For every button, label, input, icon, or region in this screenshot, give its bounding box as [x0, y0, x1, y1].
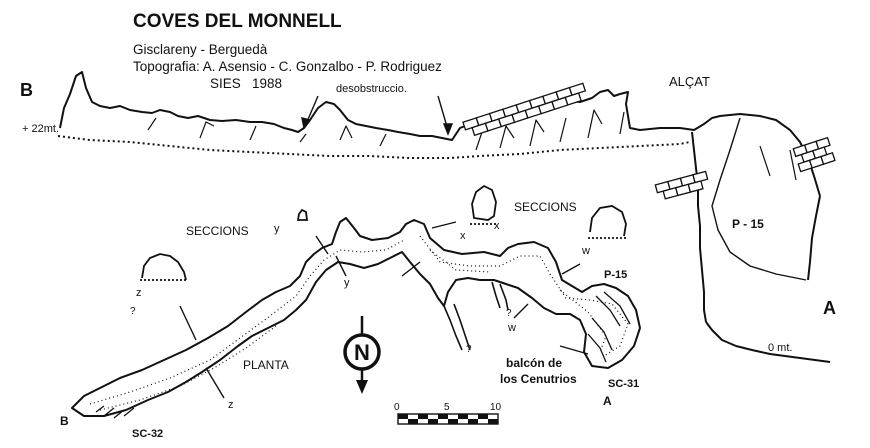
- unknown-mark-west: ?: [130, 306, 136, 317]
- masonry-block-3: [792, 136, 836, 173]
- shaft-bottom-line: [705, 321, 831, 363]
- section-cut-lines: [179, 221, 589, 399]
- cut-line-z-west: [179, 305, 197, 341]
- sections-label-left: SECCIONS: [186, 224, 249, 238]
- elevation-shaft-label: P - 15: [732, 217, 764, 231]
- cut-label-z-1: z: [136, 287, 142, 299]
- section-y-profile: [296, 208, 309, 221]
- survey-authors: Topografia: A. Asensio - C. Gonzalbo - P…: [133, 59, 442, 74]
- masonry-block-2: [654, 170, 709, 200]
- north-arrow-letter: N: [354, 340, 370, 365]
- shaft-right-wall: [807, 195, 821, 281]
- scale-bar-cell: [408, 419, 418, 424]
- entrance-sc32-label: SC-32: [132, 428, 163, 440]
- scale-bar-cells: [398, 414, 498, 424]
- plan-end-a: A: [603, 394, 612, 408]
- scale-bar-cell: [428, 419, 438, 424]
- cut-label-x-2: x: [494, 220, 500, 232]
- shaft-left-wall: [691, 131, 707, 323]
- cut-label-z-2: z: [228, 399, 234, 411]
- scale-bar-cell: [458, 414, 468, 419]
- elevation-floor-line: [57, 135, 691, 159]
- plan-entrance-sc32: [95, 405, 135, 419]
- balcony-pointer: [559, 345, 589, 355]
- elevation-ceiling-line: [59, 71, 821, 197]
- north-arrow-circle: [343, 333, 381, 371]
- scale-bar: [397, 413, 499, 425]
- plan-shaft-label: P-15: [604, 269, 627, 281]
- elevation-formations: [147, 109, 797, 181]
- scale-bar-cell: [448, 419, 458, 424]
- scale-bar-cell: [478, 414, 488, 419]
- unknown-mark-south: ?: [466, 344, 472, 355]
- plan-entrance-sc31: [587, 291, 631, 363]
- plan-rubble-fill: [89, 235, 629, 405]
- north-arrow-head: [356, 380, 368, 394]
- shaft-inner-line: [711, 117, 807, 281]
- plan-side-passage: [443, 281, 509, 351]
- cross-sections: [140, 184, 628, 281]
- scale-tick-10: 10: [490, 402, 502, 413]
- balcony-label-line2: los Cenutrios: [500, 372, 577, 386]
- elevation-height-zero: 0 mt.: [768, 342, 792, 354]
- scale-tick-5: 5: [444, 402, 450, 413]
- elevation-height-top: + 22mt.: [22, 123, 59, 135]
- balcony-label-line1: balcón de: [506, 356, 562, 370]
- scale-bar-cell: [468, 419, 478, 424]
- cut-label-w-2: w: [507, 322, 516, 334]
- plan-rubble-fill-2: [99, 249, 607, 411]
- entrance-sc31-label: SC-31: [608, 378, 639, 390]
- section-z-profile: [141, 253, 187, 281]
- scale-bar-cell: [488, 419, 498, 424]
- location-text: Gisclareny - Berguedà: [133, 42, 268, 57]
- cut-line-z-east: [205, 367, 225, 399]
- plan-section: [71, 217, 641, 419]
- arrowhead-desobstruction: [442, 123, 454, 136]
- plan-label: PLANTA: [243, 358, 289, 372]
- desobstruction-note: desobstruccio.: [336, 83, 407, 95]
- cut-line-w: [513, 263, 581, 319]
- sections-label-right: SECCIONS: [514, 200, 577, 214]
- plan-end-b: B: [60, 414, 69, 428]
- figure-title: COVES DEL MONNELL: [133, 11, 342, 32]
- scale-bar-cell: [398, 414, 408, 419]
- cut-line-y: [315, 235, 347, 277]
- elevation-end-a: A: [823, 298, 836, 318]
- elevation-arrows: [301, 95, 454, 136]
- scale-bar-cell: [438, 414, 448, 419]
- section-x-profile: [471, 184, 497, 221]
- cut-label-y-2: y: [344, 277, 350, 289]
- cut-label-x-1: x: [460, 230, 466, 242]
- plan-passage-outline: [71, 217, 641, 417]
- organization-year: SIES 1988: [210, 76, 282, 91]
- cut-label-y-1: y: [274, 223, 280, 235]
- arrowhead-ceiling: [301, 117, 312, 130]
- elevation-section: [57, 71, 831, 363]
- scale-tick-0: 0: [394, 402, 400, 413]
- cut-label-w-1: w: [581, 245, 590, 257]
- elevation-end-b: B: [20, 80, 33, 100]
- cut-line-x: [401, 221, 457, 277]
- unknown-mark-mid: ?: [506, 308, 512, 319]
- scale-bar-cell: [418, 414, 428, 419]
- north-arrow: N: [343, 316, 381, 394]
- masonry-blocks: [462, 82, 836, 200]
- section-w-profile: [589, 205, 627, 237]
- elevation-label: ALÇAT: [669, 74, 710, 89]
- masonry-block-1: [462, 82, 587, 137]
